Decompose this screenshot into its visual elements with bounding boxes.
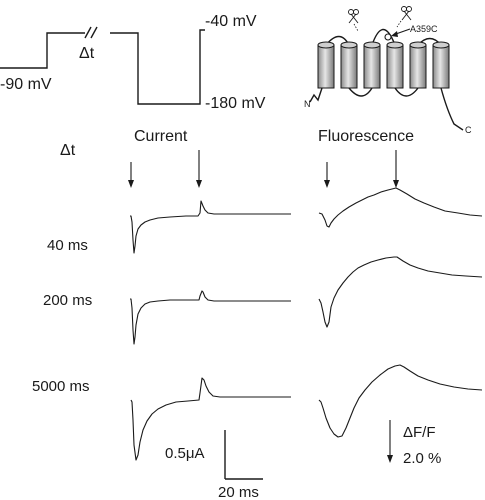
protocol-trace-after-break [110, 29, 205, 105]
channel-topology: N C [304, 6, 472, 135]
current-return-arrowhead [196, 180, 202, 188]
current-amplitude-label: 0.5μA [165, 445, 205, 462]
fluorescence-scale-label: 2.0 % [403, 450, 441, 467]
mutation-pointer-head [391, 31, 398, 37]
delta-t-header: Δt [60, 142, 76, 159]
helix-s1 [317, 41, 335, 89]
scissors-icon [396, 6, 412, 28]
helix-s4 [386, 41, 404, 89]
fluorescence-trace-200ms [318, 256, 483, 328]
n-terminus-tail [309, 87, 323, 103]
voltage-protocol: -90 mV -40 mV -180 mV Δt [0, 13, 266, 112]
holding-potential-label: -90 mV [0, 76, 52, 93]
current-trace-200ms [130, 290, 291, 345]
fluorescence-header: Fluorescence [318, 128, 414, 145]
fluorescence-ratio-label: ΔF/F [403, 424, 436, 441]
fluorescence-trace-5000ms [318, 364, 483, 438]
helix-s5 [409, 41, 427, 89]
helix-s6 [432, 41, 450, 89]
fluorescence-trace-40ms [318, 187, 483, 228]
row-label-40ms: 40 ms [47, 237, 88, 254]
n-terminus-label: N [304, 99, 311, 109]
axis-break-mark [90, 26, 98, 39]
hyperpolarized-potential-label: -180 mV [205, 95, 266, 112]
fluorescence-scale-bar: ΔF/F 2.0 % [387, 420, 441, 467]
step-potential-label: -40 mV [205, 13, 257, 30]
loop-s2-s3 [348, 87, 373, 97]
current-scale-bar: 0.5μA 20 ms [165, 430, 263, 500]
loop-s4-s5 [394, 87, 419, 97]
fluorescence-scale-arrowhead [387, 455, 393, 463]
axis-break-mark [84, 26, 92, 39]
row-label-5000ms: 5000 ms [32, 378, 90, 395]
time-scale-label: 20 ms [218, 484, 259, 500]
loop-s3-s4 [371, 28, 396, 46]
fluorescence-return-arrowhead [393, 180, 399, 188]
current-trace-40ms [130, 200, 291, 254]
protocol-trace [0, 32, 85, 69]
helix-s2 [340, 41, 358, 89]
interval-label: Δt [79, 45, 95, 62]
helix-s3 [363, 41, 381, 89]
c-terminus-label: C [465, 125, 472, 135]
scissors-icon [348, 9, 359, 32]
fluorescence-onset-arrowhead [324, 180, 330, 188]
mutation-site-marker [384, 33, 392, 41]
mutation-label: A359C [410, 24, 438, 34]
c-terminus-tail [440, 87, 464, 131]
current-onset-arrowhead [128, 180, 134, 188]
current-header: Current [134, 128, 188, 145]
column-headers: Δt Current Fluorescence [60, 128, 414, 188]
current-trace-5000ms [130, 377, 291, 461]
row-label-200ms: 200 ms [43, 292, 92, 309]
